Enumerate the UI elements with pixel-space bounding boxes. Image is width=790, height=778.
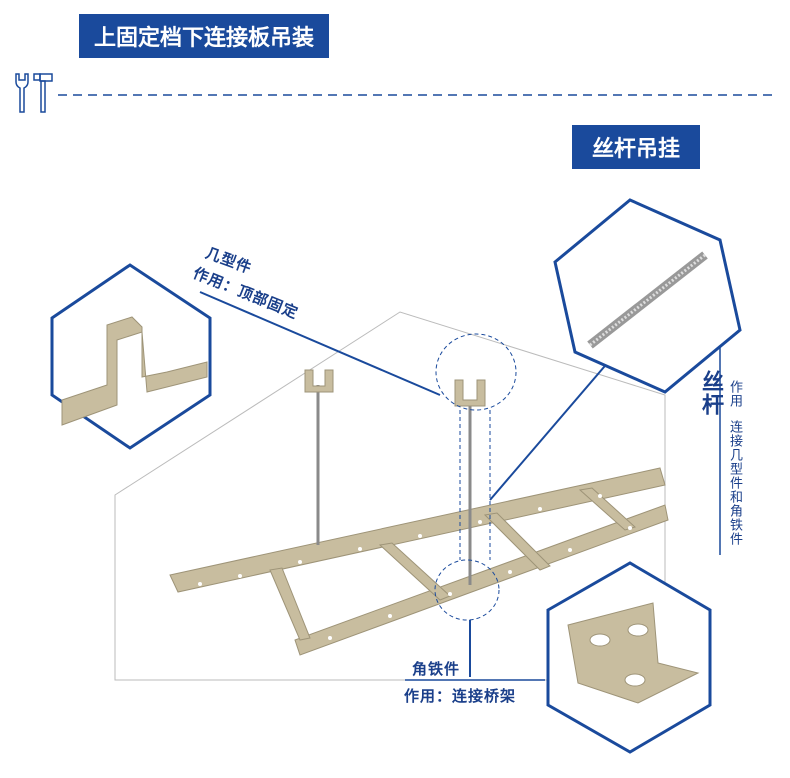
rod-function-label: 作用	[727, 380, 742, 408]
angle-name: 角铁件	[412, 660, 461, 678]
bracket-part	[61, 316, 208, 426]
header-title: 上固定档下连接板吊装	[79, 14, 329, 58]
angle-function: 作用：连接桥架	[404, 687, 517, 705]
wrench-hammer-icon	[15, 73, 53, 113]
cable-tray	[169, 467, 669, 656]
detail-circle-bottom	[434, 559, 500, 621]
rod-function: 连接几型件和角铁件	[727, 420, 742, 546]
section-title: 丝杆吊挂	[572, 125, 700, 169]
threaded-rods	[316, 385, 472, 585]
rod-name: 丝杆	[698, 370, 723, 416]
angle-part	[567, 602, 700, 704]
frame-outline	[114, 311, 666, 681]
detail-circle-top	[435, 333, 517, 411]
u-brackets	[304, 369, 486, 407]
